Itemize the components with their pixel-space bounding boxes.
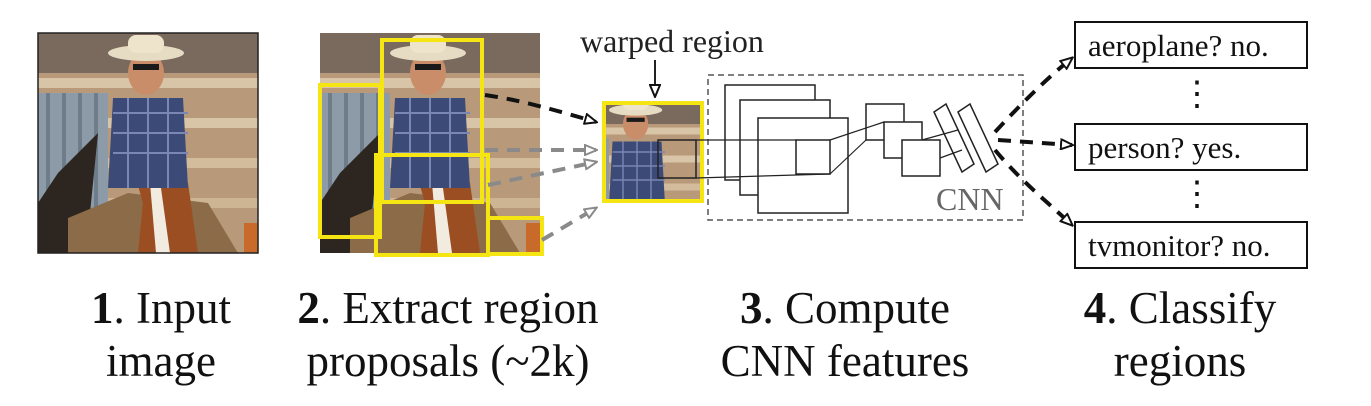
proposal-box-horse xyxy=(374,153,490,257)
fc-layer-2 xyxy=(957,102,999,174)
classify-arrow-aeroplane xyxy=(993,58,1072,134)
step-1-title: . Input xyxy=(113,283,232,333)
step-1-subtitle: image xyxy=(106,336,216,386)
step-3-title: . Compute xyxy=(762,283,951,333)
cnn-connection-lines xyxy=(695,121,963,179)
proposal-box-fence xyxy=(318,83,382,239)
step-2-title: . Extract region xyxy=(319,283,599,333)
step-1-number: 1 xyxy=(91,283,114,333)
step-3-number: 3 xyxy=(740,283,763,333)
proposal-box-small xyxy=(486,216,544,256)
cnn-label: CNN xyxy=(936,181,1004,217)
step-2-caption: 2. Extract region proposals (~2k) xyxy=(283,282,613,388)
step-3-caption: 3. Compute CNN features xyxy=(715,282,975,388)
warped-region-image xyxy=(604,103,702,201)
class-label-tvmonitor: tvmonitor? no. xyxy=(1088,228,1271,263)
conv-layer-6 xyxy=(901,139,941,177)
step-2-subtitle: proposals (~2k) xyxy=(306,336,590,386)
fc-layer-1 xyxy=(933,102,975,174)
step-4-caption: 4. Classify regions xyxy=(1045,282,1315,388)
step-2-number: 2 xyxy=(297,283,320,333)
warp-patch-box xyxy=(657,139,697,179)
step-4-subtitle: regions xyxy=(1113,336,1247,386)
warped-region-label: warped region xyxy=(580,23,764,59)
input-image-border xyxy=(37,32,259,254)
warp-arrow-gray-3 xyxy=(540,208,596,242)
region-proposal-boxes xyxy=(318,38,544,257)
class-box-aeroplane xyxy=(1074,21,1308,69)
warp-arrow-black xyxy=(484,93,596,122)
step-3-subtitle: CNN features xyxy=(720,336,970,386)
classify-arrow-tvmonitor xyxy=(993,148,1072,225)
step-1-caption: 1. Input image xyxy=(56,282,266,388)
step-4-title: . Classify xyxy=(1106,283,1277,333)
class-box-person xyxy=(1074,123,1308,171)
vertical-ellipsis-1: ⋮ xyxy=(1180,76,1214,113)
receptive-field-box xyxy=(795,139,831,175)
warped-region-box xyxy=(602,101,704,203)
classify-arrow-person xyxy=(997,138,1072,145)
input-image xyxy=(38,33,258,253)
step-4-number: 4 xyxy=(1083,283,1107,333)
vertical-ellipsis-2: ⋮ xyxy=(1180,176,1214,213)
class-box-tvmonitor xyxy=(1074,221,1308,269)
warp-arrow-gray-2 xyxy=(487,162,596,187)
class-label-aeroplane: aeroplane? no. xyxy=(1088,28,1269,63)
class-label-person: person? yes. xyxy=(1088,130,1241,165)
